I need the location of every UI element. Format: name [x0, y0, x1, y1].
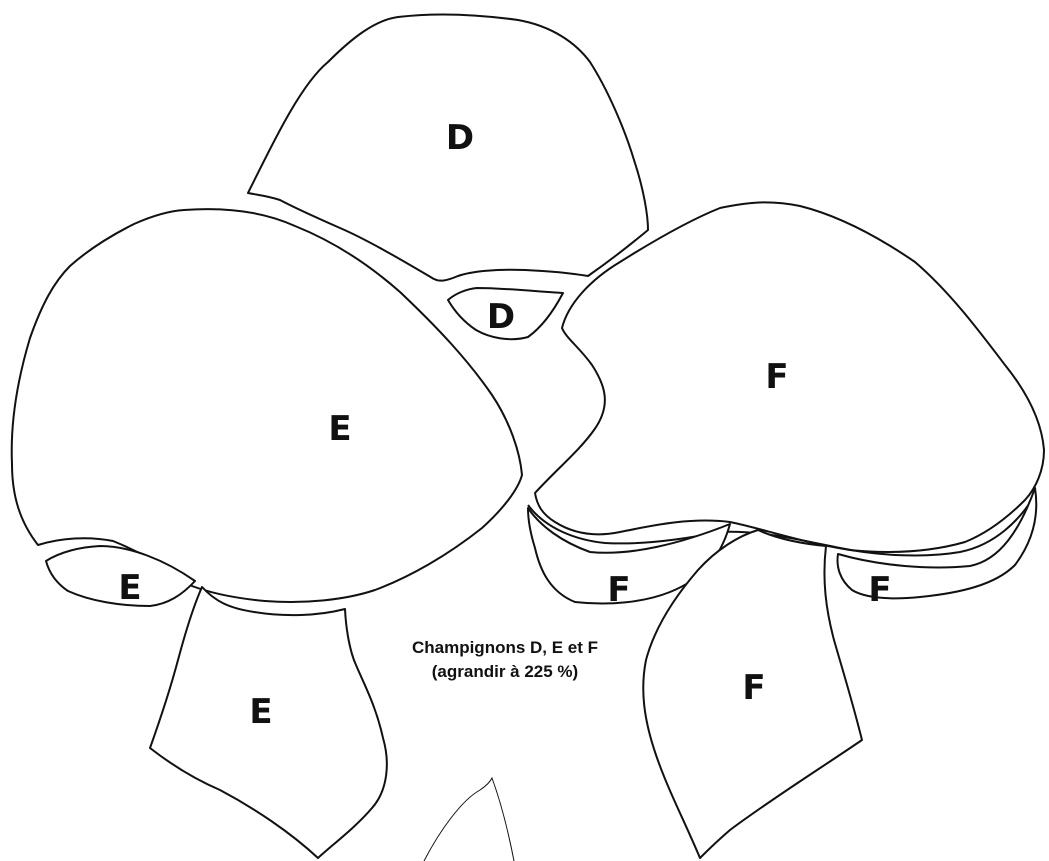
piece-f-stem	[642, 529, 863, 859]
label-e-gill: E	[118, 568, 141, 608]
label-f-gill-right: F	[868, 570, 891, 610]
label-e-cap: E	[328, 409, 351, 449]
f-cap-outer-rim-line	[527, 494, 1036, 557]
caption-enlarge-note: (agrandir à 225 %)	[431, 662, 579, 681]
pattern-caption: Champignons D, E et F (agrandir à 225 %)	[380, 636, 630, 684]
piece-f-gill-left	[527, 507, 731, 605]
label-e-stem: E	[249, 692, 272, 732]
piece-e-cap	[10, 208, 523, 603]
piece-f-gill-right	[836, 487, 1038, 600]
piece-e-gill	[45, 545, 196, 607]
caption-title: Champignons D, E et F	[411, 638, 599, 657]
partial-piece-outline	[423, 776, 515, 861]
label-f-cap: F	[765, 357, 788, 397]
piece-e-stem	[149, 586, 388, 859]
piece-d-gill	[447, 287, 564, 341]
label-d-gill: D	[487, 297, 515, 337]
piece-d-cap	[247, 13, 649, 282]
label-d-cap: D	[446, 118, 474, 158]
piece-f-cap	[534, 201, 1045, 553]
label-f-gill-left: F	[607, 570, 630, 610]
label-f-stem: F	[742, 668, 765, 708]
